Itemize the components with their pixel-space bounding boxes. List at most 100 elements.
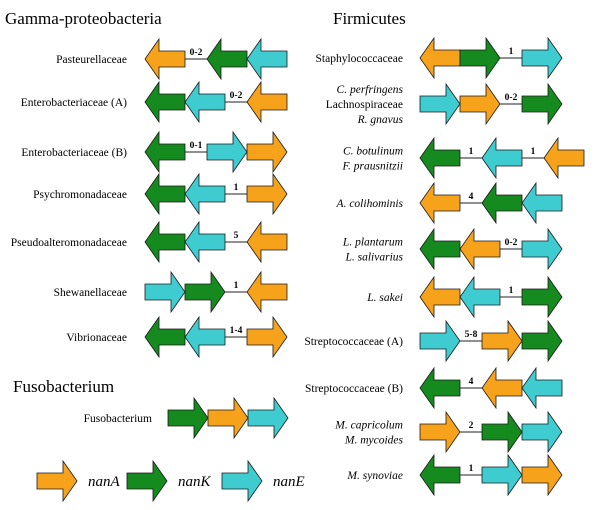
legend-item-nanA: nanA (36, 459, 121, 503)
gene-rows: Pasteurellaceae 0-2 Enterobacteriaceae (A)… (11, 36, 585, 497)
row-label: Pasteurellaceae (56, 54, 127, 66)
nanE-gene-arrow (144, 270, 186, 314)
row-label: Fusobacterium (84, 413, 152, 425)
legend: nanA nanK nanE (36, 459, 305, 503)
legend-nanK-arrow (126, 459, 168, 503)
gamma-row-enterobacteriaceae-a: Enterobacteriaceae (A)0-2 (21, 80, 288, 124)
nanA-gene-arrow (543, 136, 585, 180)
nanA-gene-arrow (419, 410, 461, 454)
spacer-gene-count: 0-1 (190, 141, 203, 151)
row-label: C. perfringens (337, 84, 404, 96)
nanA-gene-arrow (459, 227, 501, 271)
legend-item-nanE: nanE (221, 459, 305, 503)
legend-nanE-arrow (221, 459, 263, 503)
spacer-gene-count: 1 (509, 286, 514, 296)
gamma-row-vibrionaceae: Vibrionaceae 1-4 (66, 315, 288, 359)
firmicutes-row-m-capricolum: M. capricolum M. mycoides 2 (334, 410, 563, 454)
section-title-fusobacterium: Fusobacterium (13, 377, 114, 396)
row-label: Streptococcaceae (B) (305, 383, 403, 395)
spacer-gene-count: 1 (234, 183, 239, 193)
nanA-gene-arrow (144, 37, 186, 81)
row-label: L. sakei (366, 292, 403, 304)
spacer-gene-count: 0-2 (505, 238, 518, 248)
nanK-gene-arrow (144, 172, 186, 216)
section-title-gamma: Gamma-proteobacteria (5, 9, 162, 28)
row-label: L. plantarum (342, 237, 403, 249)
row-label: F. prausnitzii (342, 161, 404, 173)
fuso-row-fusobacterium: Fusobacterium (84, 396, 289, 440)
firmicutes-row-a-colihominis: A. colihominis 4 (336, 181, 563, 225)
gamma-row-shewanellaceae: Shewanellaceae 1 (54, 270, 288, 314)
spacer-gene-count: 1 (469, 464, 474, 474)
nanA-gene-arrow (246, 315, 288, 359)
spacer-gene-count: 5 (234, 231, 239, 241)
nanE-gene-arrow (184, 80, 226, 124)
nanA-gene-arrow (481, 319, 523, 363)
legend-label: nanA (88, 474, 121, 490)
nanE-gene-arrow (459, 275, 501, 319)
nanK-gene-arrow (167, 396, 209, 440)
spacer-gene-count: 1 (509, 47, 514, 57)
spacer-gene-count: 1 (469, 147, 474, 157)
row-label: C. botulinum (343, 146, 403, 158)
nanK-gene-arrow (521, 275, 563, 319)
nanK-gene-arrow (184, 270, 226, 314)
row-label: M. capricolum (334, 420, 403, 432)
nanK-gene-arrow (206, 37, 248, 81)
nanA-gene-arrow (207, 396, 249, 440)
row-label: Streptococcaceae (A) (304, 336, 403, 348)
nanA-gene-arrow (419, 275, 461, 319)
nanA-gene-arrow (246, 270, 288, 314)
row-label: Shewanellaceae (54, 287, 127, 299)
nanE-gene-arrow (184, 315, 226, 359)
row-label: Pseudoalteromonadaceae (11, 237, 127, 249)
legend-item-nanK: nanK (126, 459, 212, 503)
nanA-gene-arrow (459, 82, 501, 126)
nanA-gene-arrow (246, 172, 288, 216)
nanK-gene-arrow (144, 315, 186, 359)
nanK-gene-arrow (521, 319, 563, 363)
row-label: Vibrionaceae (66, 332, 127, 344)
spacer-gene-count: 4 (469, 192, 474, 202)
nanA-gene-arrow (419, 181, 461, 225)
nanE-gene-arrow (419, 82, 461, 126)
row-label: Staphylococcaceae (316, 53, 403, 65)
nanK-gene-arrow (144, 80, 186, 124)
firmicutes-row-streptococcaceae-b: Streptococcaceae (B)4 (305, 366, 563, 410)
legend-label: nanK (178, 474, 212, 490)
nanE-gene-arrow (481, 453, 523, 497)
nanE-gene-arrow (184, 172, 226, 216)
spacer-gene-count: 1 (531, 147, 536, 157)
row-label: M. mycoides (344, 435, 404, 447)
nanK-gene-arrow (419, 366, 461, 410)
nanK-gene-arrow (144, 130, 186, 174)
spacer-gene-count: 1 (234, 281, 239, 291)
nanA-gene-arrow (246, 130, 288, 174)
nanE-gene-arrow (521, 366, 563, 410)
nanK-gene-arrow (481, 410, 523, 454)
firmicutes-row-l-sakei: L. sakei 1 (366, 275, 563, 319)
nanK-gene-arrow (144, 220, 186, 264)
firmicutes-row-c-botulinum: C. botulinum F. prausnitzii 1 1 (342, 136, 585, 180)
spacer-gene-count: 5-8 (465, 330, 478, 340)
spacer-gene-count: 2 (469, 421, 474, 431)
row-label: A. colihominis (336, 198, 404, 210)
nanE-gene-arrow (206, 130, 248, 174)
row-label: R. gnavus (357, 114, 404, 126)
nanE-gene-arrow (246, 37, 288, 81)
spacer-gene-count: 1-4 (230, 326, 243, 336)
legend-nanA-arrow (36, 459, 78, 503)
nanE-gene-arrow (521, 36, 563, 80)
nanK-gene-arrow (459, 36, 501, 80)
nanE-gene-arrow (184, 220, 226, 264)
nanE-gene-arrow (419, 319, 461, 363)
firmicutes-row-streptococcaceae-a: Streptococcaceae (A) 5-8 (304, 319, 563, 363)
row-label: Enterobacteriaceae (B) (21, 147, 127, 159)
nanK-gene-arrow (419, 136, 461, 180)
nanE-gene-arrow (247, 396, 289, 440)
nanA-gene-arrow (521, 453, 563, 497)
